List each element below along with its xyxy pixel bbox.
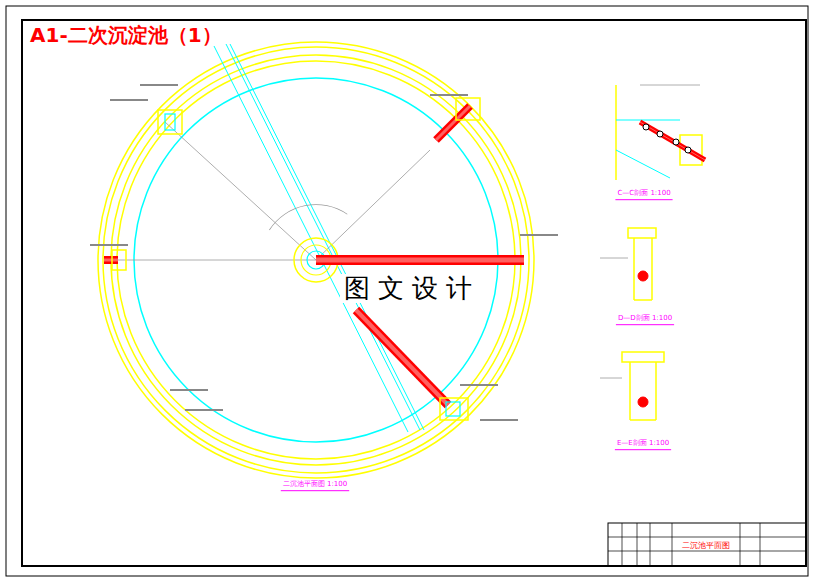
guide-line — [165, 122, 316, 260]
drawing-label: 二沉池平面图 1:100 — [283, 481, 347, 489]
pipe-inner — [316, 258, 524, 263]
wall — [634, 299, 652, 301]
inner-frame — [22, 20, 806, 566]
grid-line — [740, 523, 741, 566]
wall — [651, 238, 653, 300]
note-mark — [110, 99, 148, 101]
ground-line — [600, 378, 622, 379]
drawing-label: C—C剖面 1:100 — [617, 190, 670, 198]
note-mark — [185, 409, 223, 411]
label-underline — [281, 490, 349, 491]
note-mark — [480, 419, 518, 421]
wall — [629, 362, 631, 420]
cover — [628, 228, 656, 238]
outlet-box — [440, 398, 468, 420]
outer-frame — [6, 6, 808, 576]
note-mark — [170, 389, 208, 391]
bridge-line — [230, 44, 424, 430]
outlet-box — [158, 110, 182, 134]
section-line — [616, 150, 670, 178]
grid-line — [608, 537, 806, 538]
label-underline — [615, 449, 671, 450]
note-mark — [460, 384, 498, 386]
note-mark — [90, 244, 128, 246]
pipe-inner — [104, 259, 118, 262]
pipe-dot — [643, 124, 649, 130]
outlet-box — [112, 250, 126, 270]
ground-line — [600, 258, 628, 259]
drawing-label: 二沉池平面图 — [682, 542, 730, 551]
section-line — [616, 120, 680, 121]
note-mark — [640, 85, 700, 86]
guide-line — [110, 260, 316, 261]
pipe-outer — [104, 256, 118, 264]
wall — [615, 85, 617, 180]
grid-line — [650, 523, 651, 566]
pipe-inner — [436, 106, 470, 140]
title: A1-二次沉淀池（1） — [30, 24, 222, 46]
pipe-outer — [316, 255, 524, 265]
drawing-label: D—D剖面 1:100 — [618, 315, 672, 323]
outlet-box — [456, 98, 480, 120]
wall — [655, 362, 657, 420]
note-mark — [140, 84, 178, 86]
angle-arc — [269, 204, 347, 230]
pipe-section — [638, 397, 648, 407]
note-mark — [520, 234, 558, 236]
pipe-inner — [356, 310, 448, 405]
note-mark — [430, 94, 468, 96]
bridge-line — [214, 46, 408, 432]
guide-line — [316, 150, 430, 260]
pipe-section — [638, 271, 648, 281]
label-underline — [616, 324, 674, 325]
watermark: 图 文 设 计 — [340, 274, 477, 303]
grid-line — [760, 523, 761, 566]
pipe-outer — [436, 106, 470, 140]
grid-line — [622, 523, 623, 566]
tank-wall — [98, 42, 534, 478]
tank-wall — [103, 47, 529, 473]
grid-line — [672, 523, 673, 566]
pipe-dot — [657, 131, 663, 137]
cover — [622, 352, 664, 362]
grid-line — [608, 551, 806, 552]
drawing-label: E—E剖面 1:100 — [617, 440, 669, 448]
pipe-outer — [356, 310, 448, 405]
pipe-outer — [640, 122, 705, 160]
grid-line — [637, 523, 638, 566]
wall — [630, 419, 656, 421]
outlet-box — [446, 402, 460, 416]
outlet-box — [165, 114, 175, 130]
bridge-line — [226, 44, 420, 430]
pipe-dot — [673, 139, 679, 145]
title-block — [608, 523, 806, 566]
wall — [633, 238, 635, 300]
pipe-inner — [640, 122, 705, 160]
label-underline — [615, 199, 672, 200]
pipe-dot — [685, 147, 691, 153]
